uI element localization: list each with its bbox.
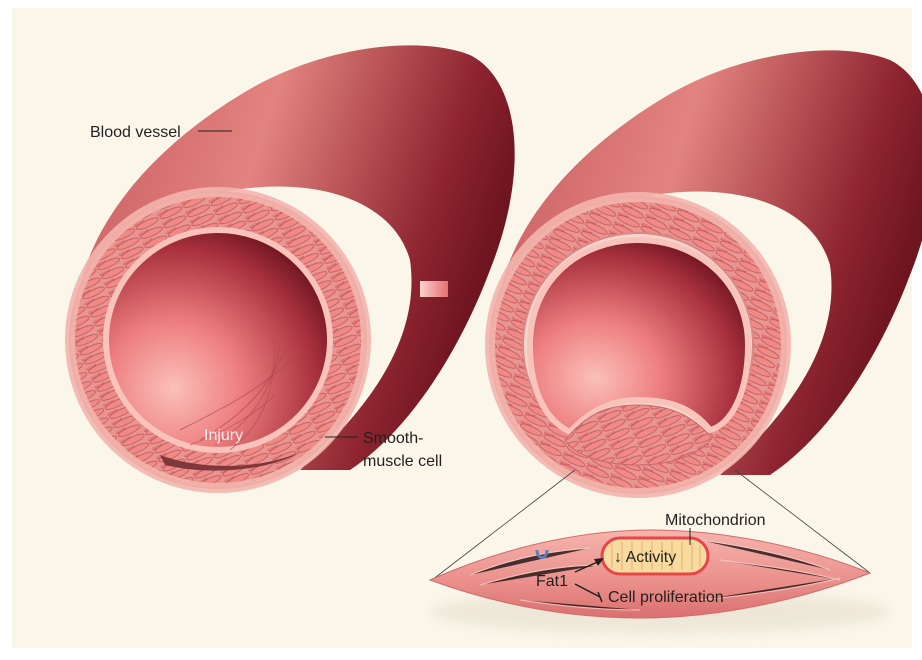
smooth-muscle-label-line1: Smooth- xyxy=(363,430,423,447)
blood-vessel-label: Blood vessel xyxy=(90,124,181,141)
activity-label: ↓ Activity xyxy=(614,549,676,566)
cell-proliferation-label: Cell proliferation xyxy=(608,589,724,606)
transition-marker xyxy=(420,281,448,297)
smooth-muscle-label-line2: muscle cell xyxy=(363,453,442,470)
mitochondrion-label: Mitochondrion xyxy=(665,512,766,529)
injury-label: Injury xyxy=(204,427,243,444)
fat1-label: Fat1 xyxy=(536,573,568,590)
